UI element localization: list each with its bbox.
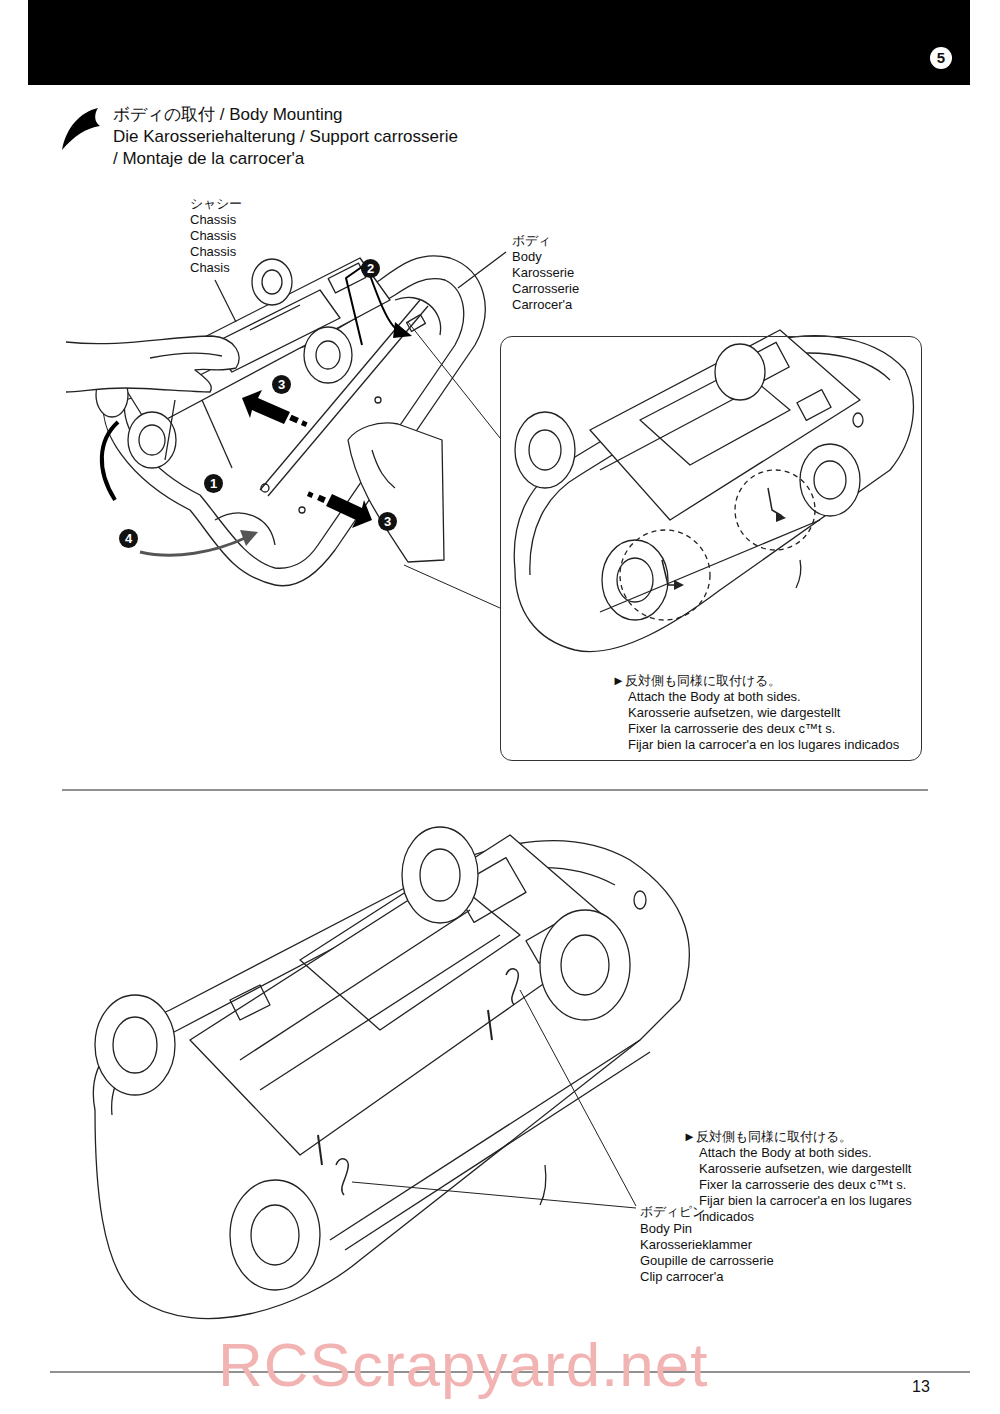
note: Karosserie aufsetzen, wie dargestellt [699, 1161, 911, 1177]
watermark: RCScrapyard.net [218, 1330, 709, 1400]
note: ►反対側も同様に取付ける。 [612, 673, 781, 689]
note: Fijar bien la carrocer'a en los lugares … [628, 737, 913, 753]
part-name: Chassis [190, 212, 236, 228]
section-title: Die Karosseriehalterung / Support carros… [113, 126, 458, 147]
part-name: ボディピン [640, 1204, 705, 1220]
part-name: Chassis [190, 244, 236, 260]
callout-number: 3 [272, 375, 291, 394]
part-name: Carrosserie [512, 281, 579, 297]
section-title: ボディの取付 / Body Mounting [113, 104, 343, 125]
header-bar [28, 0, 970, 85]
part-name: Karosserieklammer [640, 1237, 752, 1253]
section-icon [62, 108, 100, 150]
part-name: Carrocer'a [512, 297, 572, 313]
note: Fijar bien la carrocer'a en los lugares … [699, 1193, 935, 1225]
note-panel: ►反対側も同様に取付ける。Attach the Body at both sid… [500, 336, 922, 761]
body-pin [506, 969, 518, 1005]
note: ►反対側も同様に取付ける。 [683, 1129, 852, 1145]
body-pin [336, 1159, 348, 1195]
callout-number: 1 [204, 474, 223, 493]
note: Fixer la carrosserie des deux c™t s. [699, 1177, 906, 1193]
callout-number: 3 [378, 512, 397, 531]
callout-number: 4 [119, 529, 138, 548]
part-name: Body [512, 249, 542, 265]
part-name: ボディ [512, 233, 551, 249]
part-name: Goupille de carrosserie [640, 1253, 774, 1269]
step-number: 5 [930, 47, 952, 69]
note: Attach the Body at both sides. [628, 689, 801, 705]
part-name: Karosserie [512, 265, 574, 281]
body-mounting-illustration [66, 252, 506, 608]
note: Attach the Body at both sides. [699, 1145, 872, 1161]
part-name: Chassis [190, 228, 236, 244]
note: Karosserie aufsetzen, wie dargestellt [628, 705, 840, 721]
callout-number: 2 [361, 259, 380, 278]
mounted-car-illustration [93, 827, 689, 1319]
part-name: Body Pin [640, 1221, 692, 1237]
page-number: 13 [912, 1378, 930, 1396]
separator [62, 790, 928, 791]
part-name: シャシー [190, 196, 242, 212]
note: Fixer la carrosserie des deux c™t s. [628, 721, 835, 737]
part-name: Chasis [190, 260, 230, 276]
section-title: / Montaje de la carrocer'a [113, 148, 304, 169]
inset-car-illustration [514, 330, 913, 652]
part-name: Clip carrocer'a [640, 1269, 723, 1285]
